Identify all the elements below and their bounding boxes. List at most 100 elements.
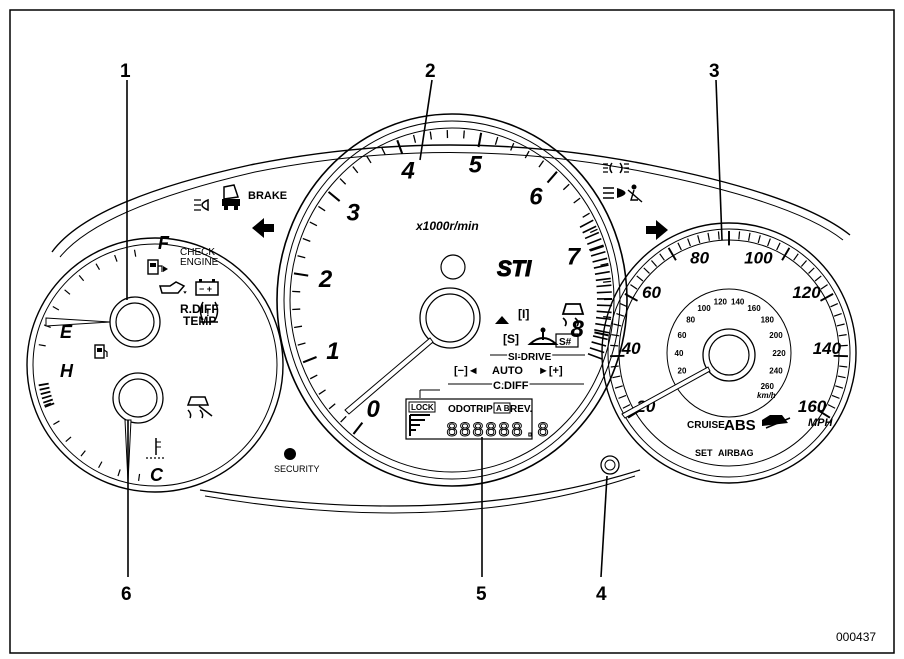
oil-pressure-icon <box>159 281 187 294</box>
lcd-rev: REV. <box>510 404 533 415</box>
tick <box>318 205 326 212</box>
tach-pivot <box>419 287 481 349</box>
tick <box>624 293 638 302</box>
tick <box>781 247 791 261</box>
vdc-icon <box>561 303 585 327</box>
tick <box>616 313 625 317</box>
security-label: SECURITY <box>274 464 320 474</box>
dial-numeral: 120 <box>792 283 821 302</box>
tick <box>297 255 306 259</box>
callout-4: 4 <box>596 584 607 605</box>
tick <box>562 183 570 191</box>
tick <box>611 334 620 337</box>
c-diff-minus: [−]◄ <box>454 365 479 377</box>
si-mode-s-sharp: S# <box>559 337 572 348</box>
tick <box>309 221 318 227</box>
dial-numeral: 40 <box>621 339 641 358</box>
dial-numeral: 60 <box>642 283 661 302</box>
tick <box>573 197 581 204</box>
dial-numeral: 80 <box>690 249 709 268</box>
tick <box>630 284 638 290</box>
tick <box>589 228 598 234</box>
dial-numeral: 6 <box>529 183 543 210</box>
tach-small-dial <box>440 254 466 280</box>
tick <box>622 404 631 409</box>
tick <box>636 275 644 282</box>
dial-numeral: 180 <box>761 315 775 324</box>
tick <box>610 365 619 368</box>
dial-numeral: 3 <box>347 200 361 227</box>
tick <box>643 267 650 274</box>
tick <box>793 253 799 261</box>
check-engine-label: CHECK <box>180 247 215 258</box>
mph-unit: MPH <box>808 417 834 429</box>
c-diff-panel: [−]◄ AUTO ►[+] C.DIFF <box>419 365 584 398</box>
security-indicator: SECURITY <box>274 448 320 474</box>
tick <box>65 436 72 442</box>
tick <box>831 394 840 399</box>
tick <box>808 267 815 274</box>
temp-hot-label: H <box>60 361 74 381</box>
tick <box>618 394 627 399</box>
tick <box>538 160 545 168</box>
tick <box>366 155 372 164</box>
tick <box>396 139 404 155</box>
tick <box>494 136 499 145</box>
dial-numeral: 120 <box>714 298 728 307</box>
dial-numeral: 7 <box>567 244 582 271</box>
tick <box>767 238 771 247</box>
tick <box>697 235 701 244</box>
lcd-trip: TRIP <box>470 404 493 415</box>
lcd-digits: 888888.8 <box>446 420 550 443</box>
tick <box>327 191 341 202</box>
figure-frame <box>9 9 895 654</box>
vdc-off-icon <box>186 396 213 419</box>
dial-numeral: 40 <box>675 349 684 358</box>
tick <box>114 254 118 262</box>
speedo-needle <box>621 366 711 419</box>
tick <box>137 473 141 481</box>
tick <box>302 237 311 243</box>
left-gauge: F E H C CHECK ENGINE R.DIFF TEMP − + ! <box>26 233 284 493</box>
tick <box>309 374 318 380</box>
callout-lines <box>126 79 723 578</box>
tick <box>613 323 622 327</box>
tick <box>687 238 691 247</box>
callout-3: 3 <box>709 61 720 82</box>
dial-numeral: 160 <box>798 397 827 416</box>
fuel-cap-icon <box>94 344 108 359</box>
tach-needle <box>344 337 434 415</box>
battery-icon: − + <box>195 279 219 296</box>
tick <box>817 409 831 419</box>
fuel-pump-icon <box>147 259 168 275</box>
tick <box>293 325 303 329</box>
si-mode-s-sharp-box <box>555 333 579 348</box>
tick <box>830 302 839 308</box>
tick <box>619 302 628 308</box>
callout-2: 2 <box>425 61 436 82</box>
si-mode-s: [S] <box>503 332 519 346</box>
tick <box>339 178 347 185</box>
svg-text:!: ! <box>206 307 210 319</box>
tick <box>776 242 781 251</box>
tick <box>748 232 751 241</box>
tick <box>717 231 720 240</box>
tick <box>814 275 822 282</box>
tick <box>412 134 417 143</box>
dial-numeral: 1 <box>326 338 339 365</box>
callout-5: 5 <box>476 584 487 605</box>
tick <box>667 247 677 261</box>
si-drive-panel: [I] [S] S# SI-DRIVE <box>490 303 585 365</box>
tick <box>52 305 60 311</box>
speedo-pivot <box>702 328 756 382</box>
tick <box>133 249 137 257</box>
tick <box>594 331 609 337</box>
si-mode-i: [I] <box>518 307 529 321</box>
tick <box>836 323 845 327</box>
tick <box>677 242 682 251</box>
temp-gauge-pivot <box>112 372 164 424</box>
